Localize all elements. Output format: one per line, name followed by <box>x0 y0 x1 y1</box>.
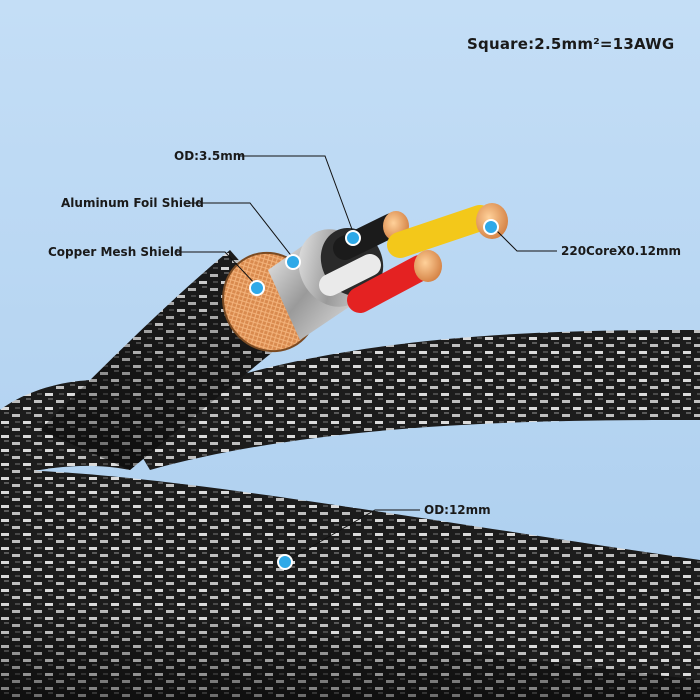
spec-label: Square:2.5mm²=13AWG <box>467 35 675 53</box>
marker-copper <box>249 280 265 296</box>
leader-lines <box>175 155 557 563</box>
marker-od-outer <box>277 554 293 570</box>
marker-core <box>483 219 499 235</box>
callout-copper-mesh: Copper Mesh Shield <box>48 245 183 259</box>
marker-od-inner <box>345 230 361 246</box>
cable-loop-back <box>120 330 700 470</box>
callout-aluminum-foil: Aluminum Foil Shield <box>61 196 204 210</box>
callout-od-inner: OD:3.5mm <box>174 149 246 163</box>
marker-aluminum <box>285 254 301 270</box>
callout-core: 220CoreX0.12mm <box>561 244 682 258</box>
callout-markers <box>249 219 499 570</box>
callout-od-outer: OD:12mm <box>424 503 491 517</box>
